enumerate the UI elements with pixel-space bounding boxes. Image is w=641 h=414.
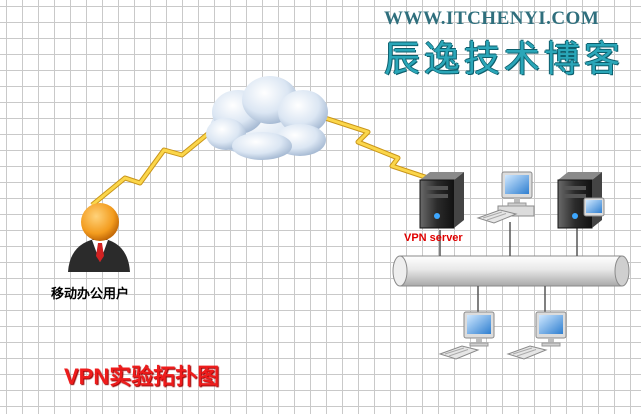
user-icon (68, 203, 130, 272)
lightning-link-icon (90, 126, 217, 207)
workstation-icon (507, 311, 567, 360)
workstation-icon (439, 311, 495, 360)
server-icon (557, 171, 605, 229)
mobile-user-label: 移动办公用户 (51, 286, 130, 301)
cloud-icon (206, 76, 328, 160)
vpn-server-label: VPN server (404, 232, 463, 244)
watermark-url: WWW.ITCHENYI.COM (384, 8, 600, 29)
workstation-icon (477, 171, 535, 224)
server-icon (419, 171, 465, 229)
lightning-link-icon (324, 115, 429, 181)
watermark-blog-name: 辰逸技术博客 (384, 39, 625, 80)
network-bus-icon (392, 222, 630, 316)
diagram-title: VPN实验拓扑图 (64, 364, 220, 389)
